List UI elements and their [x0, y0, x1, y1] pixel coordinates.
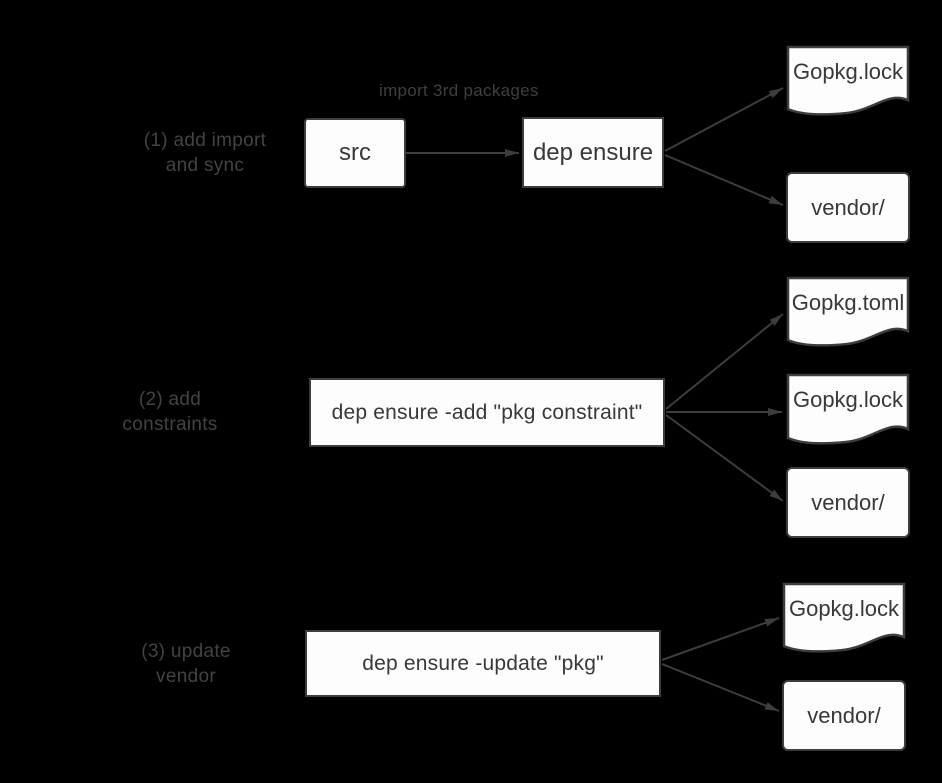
- doc-gopkg-lock-row1: Gopkg.lock: [786, 45, 910, 118]
- step-label-1: (1) add import and sync: [110, 128, 300, 178]
- node-dep-ensure-label: dep ensure: [532, 138, 654, 166]
- doc-gopkg-lock-row3-label: Gopkg.lock: [788, 596, 900, 621]
- node-cmd-dep-ensure-update: dep ensure -update "pkg": [305, 630, 661, 697]
- document-shape-icon: [786, 276, 910, 347]
- document-shape-icon: [786, 45, 910, 116]
- node-vendor-row3-label: vendor/: [807, 702, 881, 728]
- arrow-dep-ensure-to-gopkg-lock: [664, 87, 784, 152]
- node-vendor-row1: vendor/: [786, 172, 910, 243]
- doc-gopkg-lock-row2-label: Gopkg.lock: [792, 387, 904, 412]
- node-vendor-row2: vendor/: [786, 467, 910, 538]
- arrow-cmd-update-to-gopkg-lock: [661, 617, 780, 661]
- document-shape-icon: [786, 373, 910, 445]
- node-vendor-row2-label: vendor/: [811, 489, 885, 515]
- step-label-3-line-1: (3) update: [141, 641, 231, 662]
- arrow-cmd-update-to-vendor: [661, 663, 780, 712]
- node-cmd-dep-ensure-add: dep ensure -add "pkg constraint": [309, 378, 665, 447]
- doc-gopkg-toml-label: Gopkg.toml: [791, 290, 905, 315]
- step-label-2: (2) add constraints: [75, 387, 265, 437]
- doc-gopkg-toml: Gopkg.toml: [786, 276, 910, 349]
- document-shape-icon: [782, 582, 906, 653]
- step-label-1-line-2: and sync: [165, 155, 245, 176]
- arrow-cmd-add-to-vendor: [665, 414, 784, 502]
- arrow-cmd-add-to-gopkg-toml: [665, 313, 784, 410]
- step-label-1-line-1: (1) add import: [143, 130, 267, 151]
- step-label-3-line-2: vendor: [156, 666, 216, 687]
- step-label-2-line-2: constraints: [122, 414, 218, 435]
- node-dep-ensure: dep ensure: [522, 117, 664, 188]
- node-src: src: [304, 118, 406, 188]
- step-label-3: (3) update vendor: [91, 639, 281, 689]
- node-cmd-dep-ensure-add-label: dep ensure -add "pkg constraint": [331, 400, 643, 424]
- doc-gopkg-lock-row1-label: Gopkg.lock: [792, 59, 904, 84]
- step-label-2-line-1: (2) add: [138, 389, 202, 410]
- node-cmd-dep-ensure-update-label: dep ensure -update "pkg": [362, 651, 604, 675]
- node-src-label: src: [339, 139, 371, 166]
- doc-gopkg-lock-row3: Gopkg.lock: [782, 582, 906, 655]
- import-3rd-packages-label: import 3rd packages: [379, 81, 539, 100]
- node-vendor-row3: vendor/: [782, 680, 906, 751]
- arrow-dep-ensure-to-vendor: [664, 154, 784, 206]
- node-vendor-row1-label: vendor/: [811, 194, 885, 220]
- doc-gopkg-lock-row2: Gopkg.lock: [786, 373, 910, 447]
